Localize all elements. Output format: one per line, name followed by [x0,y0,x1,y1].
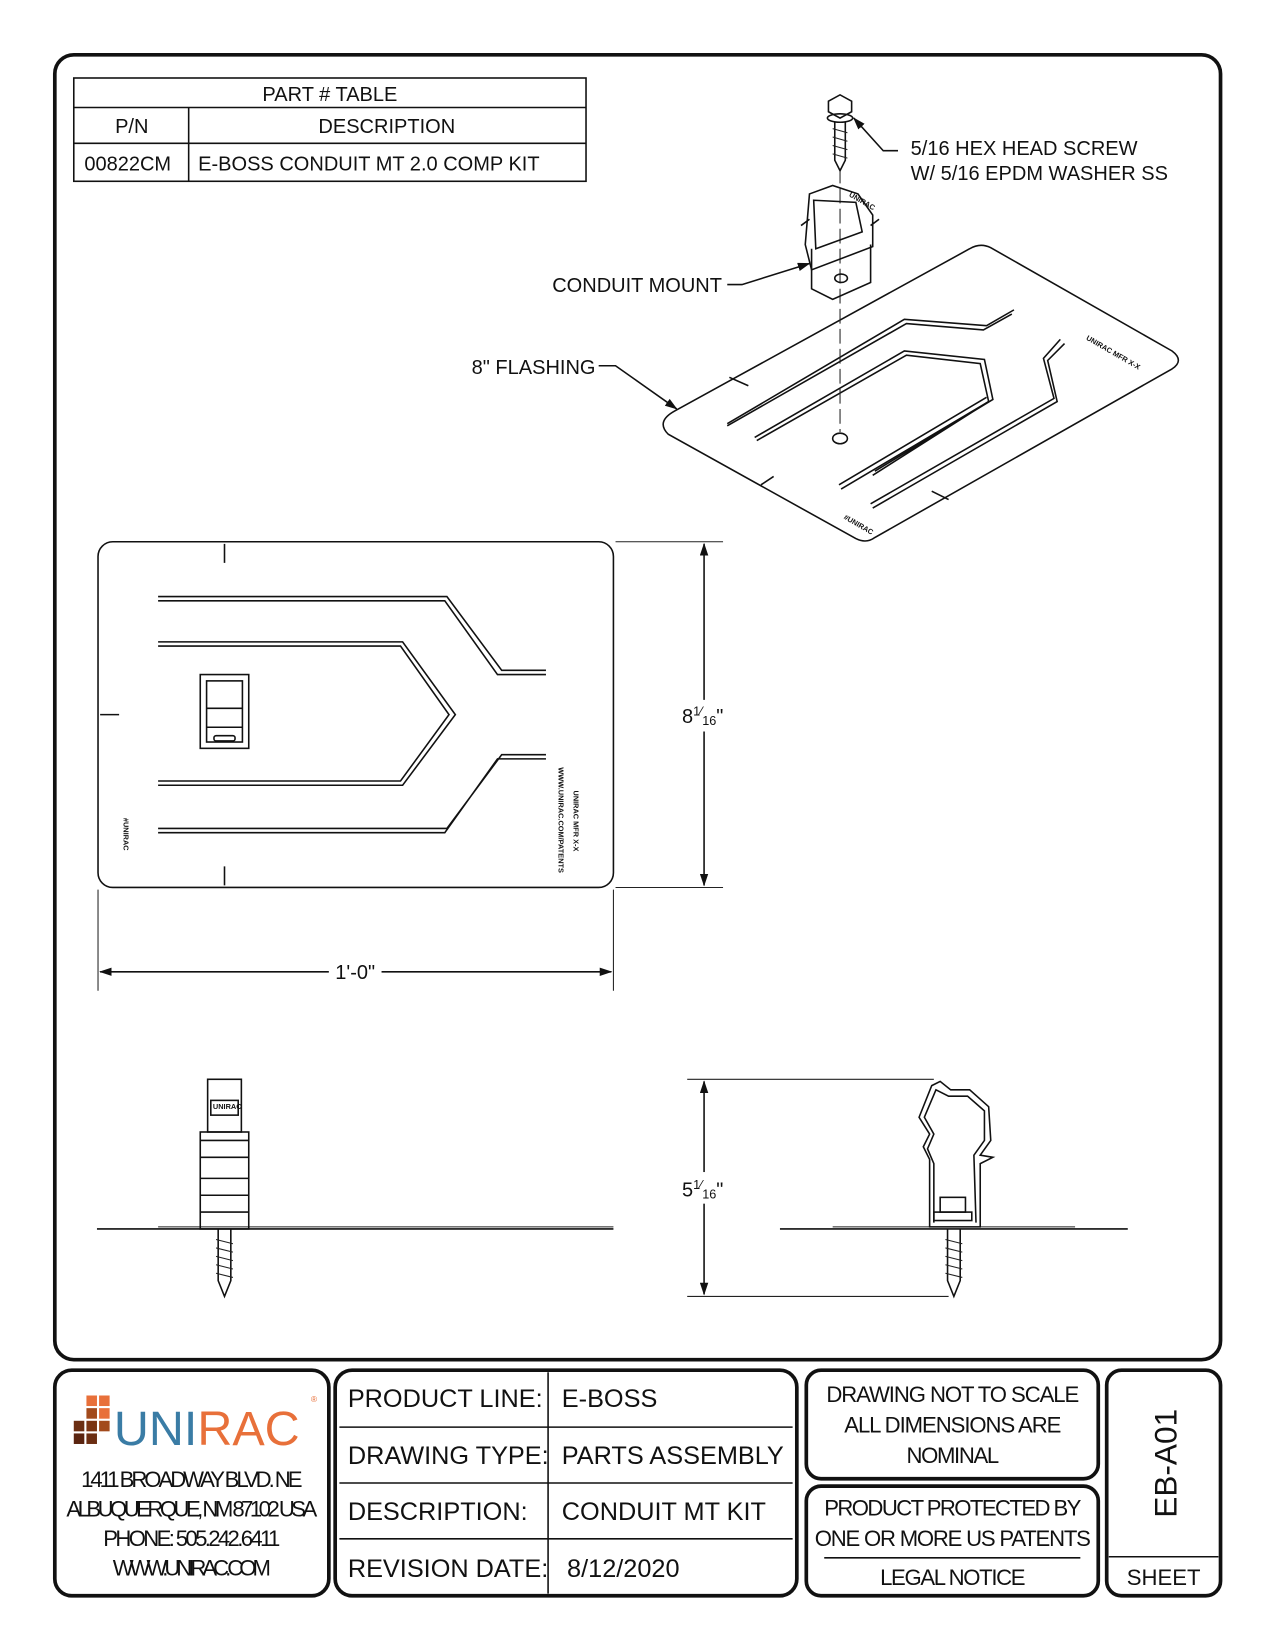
address-website: WWW.UNIRAC.COM [113,1556,271,1581]
part-table-cell-description: E-BOSS CONDUIT MT 2.0 COMP KIT [198,154,539,176]
side-view-front: UNIRAC [96,1078,614,1299]
patent-note-line2: ONE OR MORE US PATENTS [815,1526,1091,1551]
field-value-revision-date: 8/12/2020 [567,1555,679,1583]
field-label-product-line: PRODUCT LINE: [348,1385,543,1413]
side-clip-brand: UNIRAC [213,1102,242,1111]
unirac-logo: UNIRAC ® [73,1394,318,1456]
callout-conduit-mount: CONDUIT MOUNT [552,275,722,297]
sheet-label: SHEET [1127,1565,1201,1590]
field-value-drawing-type: PARTS ASSEMBLY [562,1442,784,1470]
address-phone: PHONE: 505.242.6411 [103,1526,280,1551]
callout-flashing: 8" FLASHING [472,357,596,379]
logo-rac: RAC [197,1402,299,1456]
isometric-view: #UNIRAC UNIRAC MFR X-X UNIRAC 5/16 HEX H… [472,93,1180,542]
logo-wordmark: UNIRAC [114,1402,300,1456]
part-table-cell-pn: 00822CM [84,154,171,176]
dimension-width: 1'-0" [335,962,375,984]
iso-flashing-plate [662,244,1180,542]
legal-notice: LEGAL NOTICE [880,1565,1025,1590]
iso-flashing-mfr: UNIRAC MFR X-X [1085,333,1142,371]
iso-clip-brand: UNIRAC [847,190,877,212]
dimension-side-height: 51⁄16" [682,1178,723,1201]
patent-note-line1: PRODUCT PROTECTED BY [824,1496,1081,1521]
title-block-sheet: EB-A01 SHEET [1104,1368,1223,1598]
sheet-number: EB-A01 [1147,1409,1183,1518]
field-value-product-line: E-BOSS [562,1385,658,1413]
part-table: PART # TABLE P/N DESCRIPTION 00822CM E-B… [72,77,587,183]
logo-registered: ® [311,1394,318,1404]
top-conduit-mount [199,673,250,750]
scale-note-line1: DRAWING NOT TO SCALE [826,1382,1079,1407]
scale-note-line2: ALL DIMENSIONS ARE [844,1412,1061,1437]
part-table-header-description: DESCRIPTION [318,116,455,138]
part-table-header-pn: P/N [115,116,148,138]
top-view: #UNIRAC UNIRAC MFR X-X WWW.UNIRAC.COM/PA… [97,540,723,991]
callout-screw-line1: 5/16 HEX HEAD SCREW [911,138,1138,160]
top-flashing-brand: #UNIRAC [121,818,130,851]
part-table-title: PART # TABLE [262,84,397,106]
top-flashing-mfr: UNIRAC MFR X-X [571,791,580,852]
title-block-notes: DRAWING NOT TO SCALE ALL DIMENSIONS ARE … [804,1368,1101,1598]
side-view-profile: 51⁄16" [682,1078,1128,1299]
field-label-drawing-type: DRAWING TYPE: [348,1442,549,1470]
drawing-frame [52,52,1223,1362]
logo-uni: UNI [114,1402,197,1456]
field-value-description: CONDUIT MT KIT [562,1498,766,1526]
iso-hex-head-screw [826,93,854,173]
top-flashing-plate [97,540,615,889]
address-street: 1411 BROADWAY BLVD. NE [81,1467,302,1492]
title-block-fields: PRODUCT LINE: E-BOSS DRAWING TYPE: PARTS… [333,1368,799,1598]
callout-screw-line2: W/ 5/16 EPDM WASHER SS [911,163,1168,185]
top-flashing-patents: WWW.UNIRAC.COM/PATENTS [557,767,566,873]
field-label-revision-date: REVISION DATE: [348,1555,548,1583]
dimension-height: 81⁄16" [682,705,723,728]
field-label-description: DESCRIPTION: [348,1498,528,1526]
address-city: ALBUQUERQUE, NM 87102 USA [66,1497,317,1522]
scale-note-line3: NOMINAL [906,1443,999,1468]
title-block-company: UNIRAC ® 1411 BROADWAY BLVD. NE ALBUQUER… [52,1368,331,1598]
